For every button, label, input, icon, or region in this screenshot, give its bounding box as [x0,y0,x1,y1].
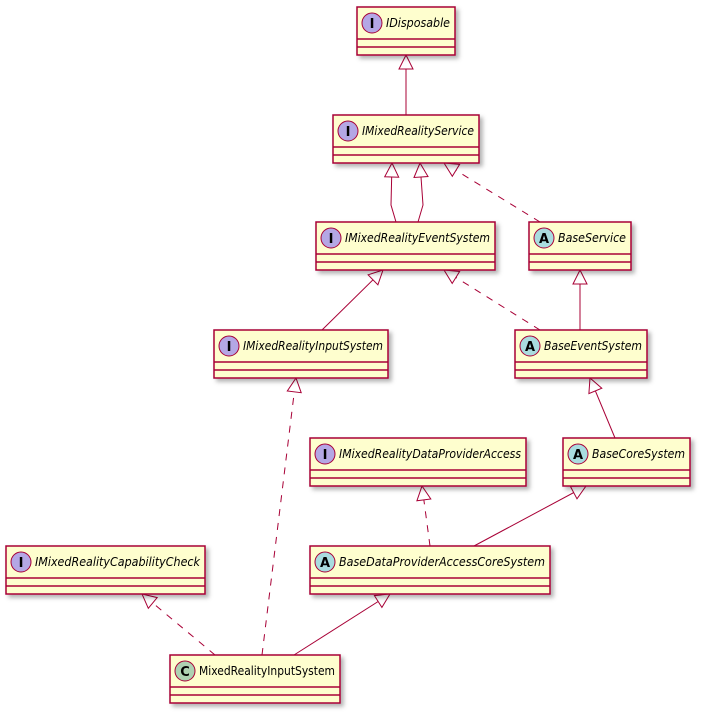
inheritance-arrowhead [572,268,588,285]
inheritance-arrowhead [367,269,384,286]
edge-line [443,269,541,331]
stereotype-letter: A [573,448,583,463]
edge-line [261,377,297,656]
stereotype-letter: A [525,340,535,355]
class-box-IMixedRealityEventSystem[interactable]: I IMixedRealityEventSystem [315,221,496,271]
class-box-IMixedRealityInputSystem[interactable]: I IMixedRealityInputSystem [213,329,389,379]
edge-IMixedRealityEventSystem-to-IMixedRealityService [383,161,400,223]
inheritance-arrowhead [416,484,432,502]
edge-BaseDataProviderAccessCoreSystem-to-BaseCoreSystem [473,485,587,547]
class-name-label: IMixedRealityDataProviderAccess [339,447,521,461]
class-box-frame [213,329,389,379]
interface-stereotype-icon [320,227,342,249]
class-box-MixedRealityInputSystem[interactable]: C MixedRealityInputSystem [169,654,341,704]
edge-line [421,485,431,547]
inheritance-arrowhead [286,376,302,394]
edges-layer [141,53,616,656]
stereotype-letter: I [329,232,334,247]
interface-stereotype-icon [10,551,32,573]
edge-IMixedRealityEventSystem-to-IMixedRealityService [413,161,429,223]
class-box-frame [309,545,551,595]
stereotype-letter: A [320,556,330,571]
inheritance-arrowhead [373,593,391,609]
edge-MixedRealityInputSystem-to-BaseDataProviderAccessCoreSystem [293,593,391,656]
class-box-BaseCoreSystem[interactable]: A BaseCoreSystem [562,437,691,487]
class-name-label: BaseCoreSystem [592,447,685,461]
abstract-stereotype-icon [567,443,589,465]
class-box-frame [309,437,527,487]
edge-line [293,593,391,656]
stereotype-letter: I [227,340,232,355]
stereotype-letter: I [370,17,375,32]
edge-BaseCoreSystem-to-BaseEventSystem [588,376,616,439]
stereotype-letter: I [19,556,24,571]
class-box-frame [169,654,341,704]
interface-stereotype-icon [361,12,383,34]
class-name-label: IMixedRealityInputSystem [243,339,383,353]
edge-MixedRealityInputSystem-to-IMixedRealityInputSystem [261,376,302,656]
class-name-label: IDisposable [386,16,450,30]
inheritance-arrowhead [141,593,159,610]
inheritance-arrowhead [413,161,429,179]
inheritance-arrowhead [443,269,461,285]
class-name-label: BaseDataProviderAccessCoreSystem [339,555,545,569]
class-box-IMixedRealityDataProviderAccess[interactable]: I IMixedRealityDataProviderAccess [309,437,527,487]
interface-stereotype-icon [314,443,336,465]
abstract-stereotype-icon [519,335,541,357]
class-box-frame [332,114,480,164]
inheritance-arrowhead [588,376,603,395]
edge-BaseEventSystem-to-BaseService [572,268,588,330]
interface-stereotype-icon [337,120,359,142]
class-box-BaseEventSystem[interactable]: A BaseEventSystem [514,329,648,379]
edge-IMixedRealityInputSystem-to-IMixedRealityEventSystem [321,269,384,331]
interface-stereotype-icon [218,335,240,357]
class-box-IMixedRealityService[interactable]: I IMixedRealityService [332,114,480,164]
edge-line [473,485,587,547]
class-box-frame [315,221,496,271]
edge-MixedRealityInputSystem-to-IMixedRealityCapabilityCheck [141,593,216,656]
class-name-label: IMixedRealityCapabilityCheck [35,555,201,569]
class-box-BaseService[interactable]: A BaseService [528,221,632,271]
class-name-label: BaseService [558,231,626,245]
edge-IMixedRealityService-to-IDisposable [398,53,414,115]
edge-line [443,162,541,223]
stereotype-letter: I [346,125,351,140]
class-box-BaseDataProviderAccessCoreSystem[interactable]: A BaseDataProviderAccessCoreSystem [309,545,551,595]
class-name-label: MixedRealityInputSystem [199,664,335,678]
edge-BaseDataProviderAccessCoreSystem-to-IMixedRealityDataProviderAccess [416,484,432,547]
inheritance-arrowhead [569,485,587,500]
stereotype-letter: C [180,665,190,680]
abstract-stereotype-icon [533,227,555,249]
edge-line [141,593,216,656]
inheritance-arrowhead [443,162,461,178]
stereotype-letter: I [323,448,328,463]
class-stereotype-icon [174,660,196,682]
class-name-label: IMixedRealityService [362,124,474,138]
stereotype-letter: A [539,232,549,247]
edge-BaseService-to-IMixedRealityService [443,162,541,223]
class-box-frame [5,545,206,595]
class-name-label: IMixedRealityEventSystem [345,231,490,245]
inheritance-arrowhead [383,161,400,178]
inheritance-arrowhead [398,53,414,70]
edge-BaseEventSystem-to-IMixedRealityEventSystem [443,269,541,331]
class-box-IDisposable[interactable]: I IDisposable [356,6,456,56]
class-box-IMixedRealityCapabilityCheck[interactable]: I IMixedRealityCapabilityCheck [5,545,206,595]
class-name-label: BaseEventSystem [544,339,642,353]
abstract-stereotype-icon [314,551,336,573]
